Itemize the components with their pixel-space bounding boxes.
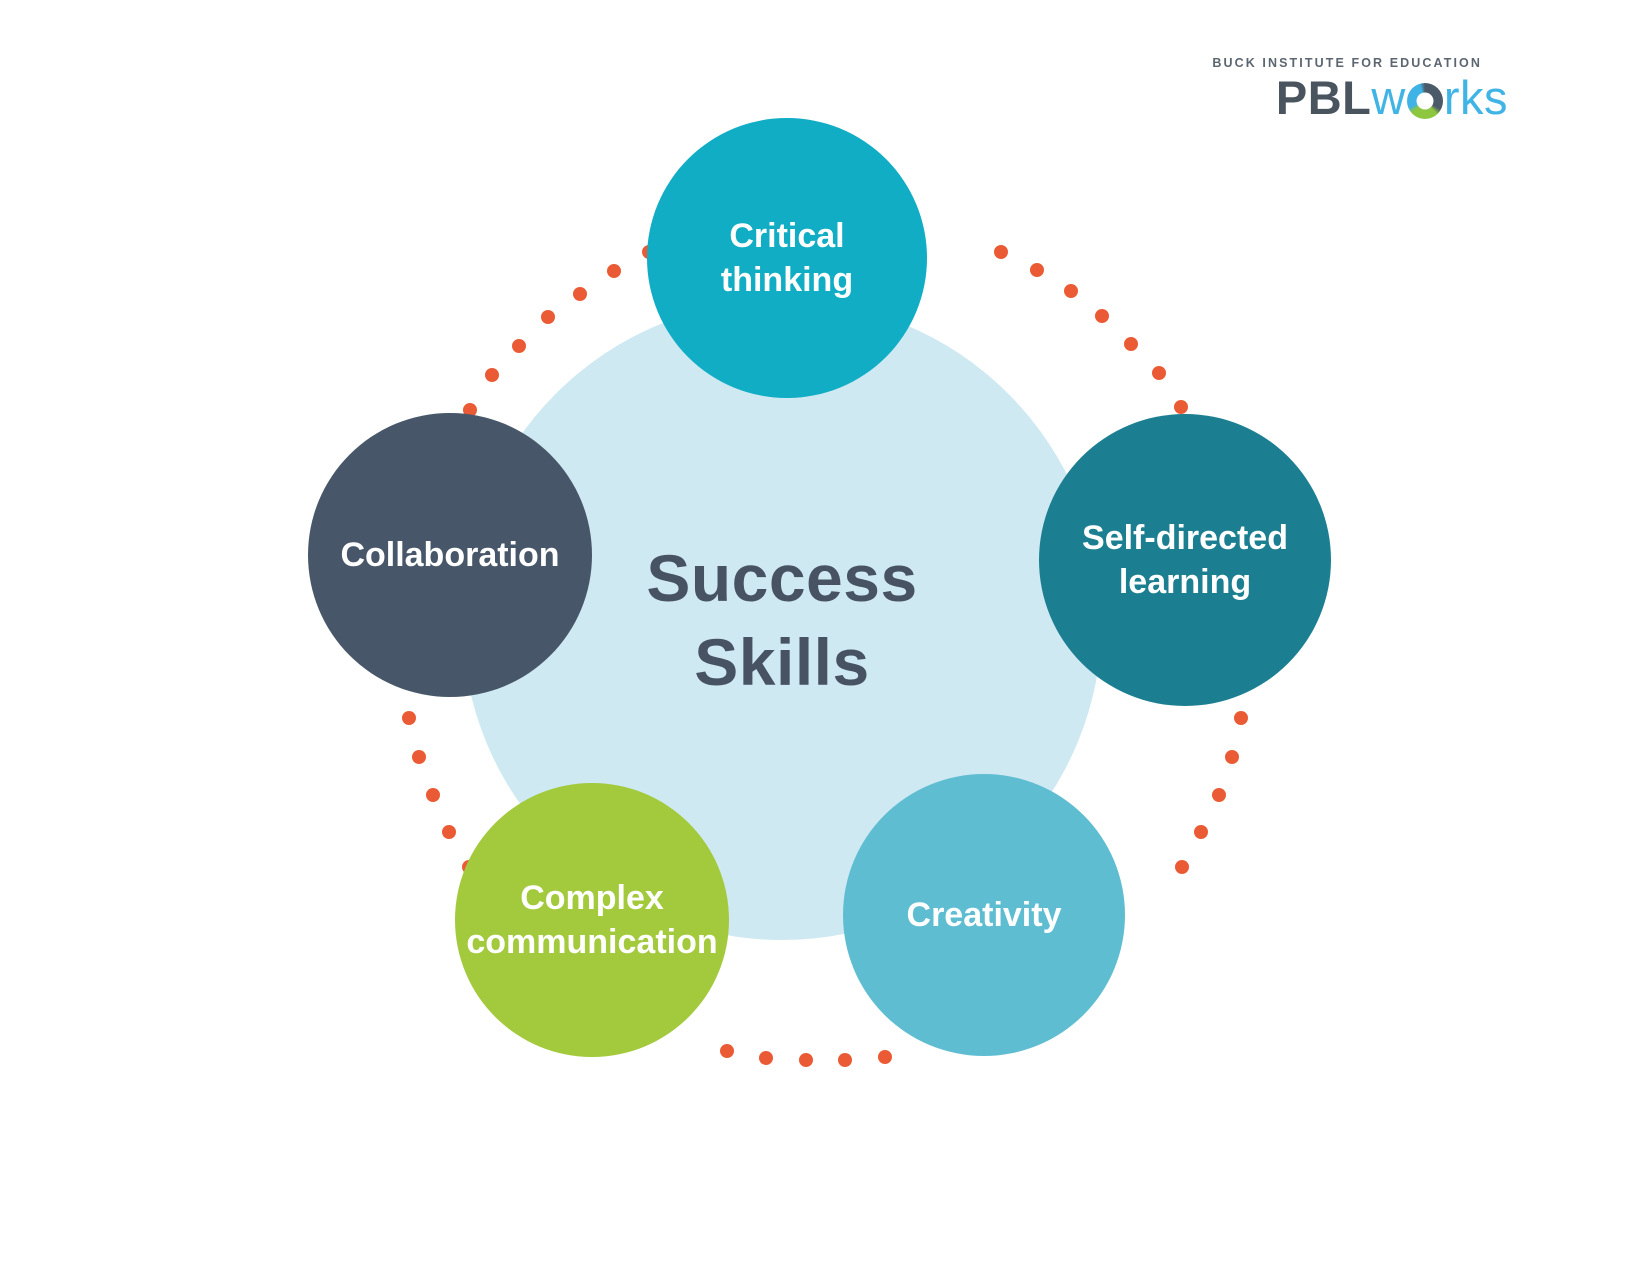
logo-ring-o-icon <box>1406 83 1443 119</box>
skill-label-complex-communication: Complex communication <box>466 878 718 961</box>
skill-label-critical-thinking: Critical thinking <box>720 216 854 299</box>
logo-brand-prefix: PBL <box>1275 71 1372 124</box>
skill-circle-critical-thinking: Critical thinking <box>647 118 927 398</box>
skill-label-self-directed-learning: Self-directed learning <box>1082 518 1288 601</box>
center-title: Success Skills <box>646 540 918 699</box>
skill-circle-collaboration: Collaboration <box>308 413 592 697</box>
logo-tagline: BUCK INSTITUTE FOR EDUCATION <box>1212 56 1482 70</box>
skill-label-creativity: Creativity <box>906 895 1062 934</box>
skill-circle-complex-communication: Complex communication <box>455 783 729 1057</box>
logo-brand-w: w <box>1371 71 1406 124</box>
skill-label-collaboration: Collaboration <box>340 535 560 574</box>
logo-brand-suffix: rks <box>1443 71 1508 124</box>
skill-circle-creativity: Creativity <box>843 774 1125 1056</box>
skill-circle-self-directed-learning: Self-directed learning <box>1039 414 1331 706</box>
